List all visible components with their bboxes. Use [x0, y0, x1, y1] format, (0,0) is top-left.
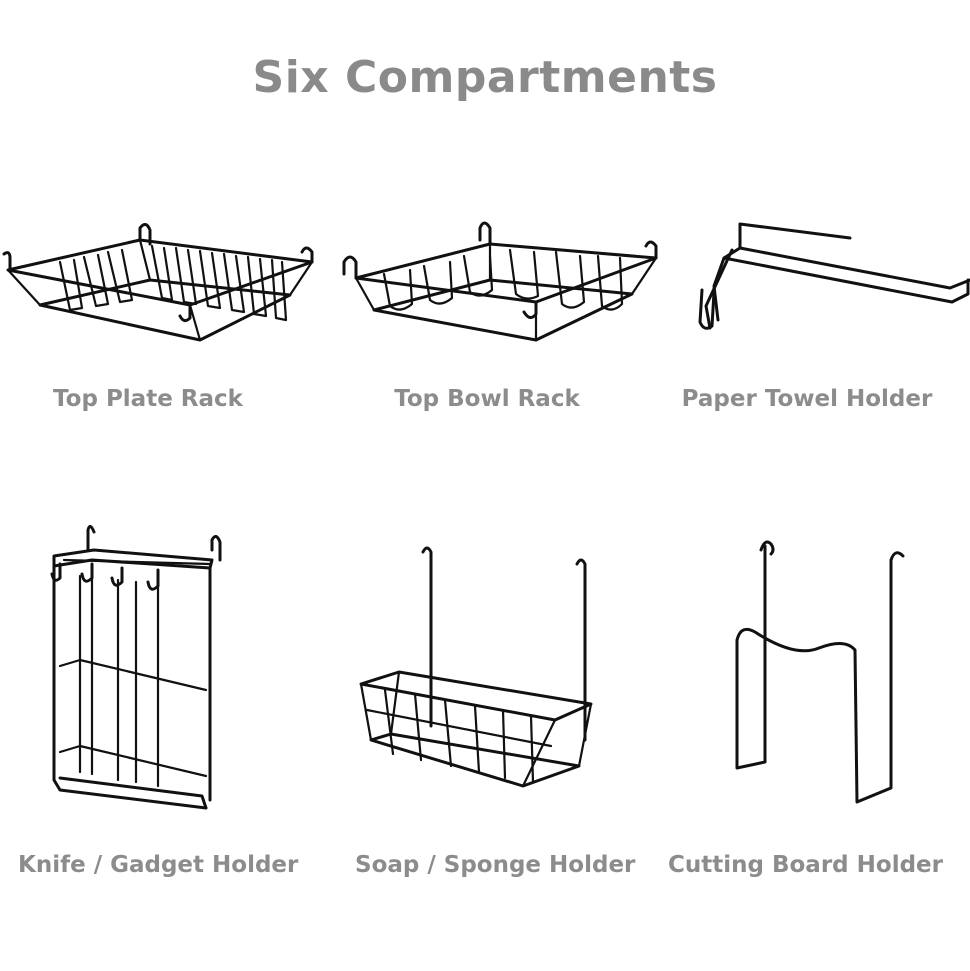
- page-title: Six Compartments: [252, 52, 718, 103]
- bowl-rack-icon: [342, 221, 658, 342]
- cutting-board-holder-label: Cutting Board Holder: [668, 852, 943, 878]
- item-cutting-board-holder: Cutting Board Holder: [668, 530, 943, 878]
- soap-sponge-holder-icon: [359, 546, 593, 788]
- paper-towel-holder-label: Paper Towel Holder: [681, 386, 933, 412]
- plate-rack-icon: [2, 223, 314, 342]
- plate-rack-label: Top Plate Rack: [53, 386, 243, 412]
- soap-sponge-holder-label: Soap / Sponge Holder: [355, 852, 636, 878]
- item-bowl-rack: Top Bowl Rack: [340, 210, 660, 412]
- item-soap-sponge-holder: Soap / Sponge Holder: [355, 540, 635, 878]
- bowl-rack-label: Top Bowl Rack: [394, 386, 580, 412]
- item-plate-rack: Top Plate Rack: [0, 210, 320, 412]
- cutting-board-holder-icon: [735, 540, 905, 804]
- paper-towel-holder-icon: [698, 222, 970, 330]
- knife-gadget-holder-label: Knife / Gadget Holder: [18, 852, 299, 878]
- item-paper-towel-holder: Paper Towel Holder: [680, 210, 970, 412]
- item-knife-gadget-holder: Knife / Gadget Holder: [18, 520, 298, 878]
- knife-gadget-holder-icon: [50, 525, 222, 810]
